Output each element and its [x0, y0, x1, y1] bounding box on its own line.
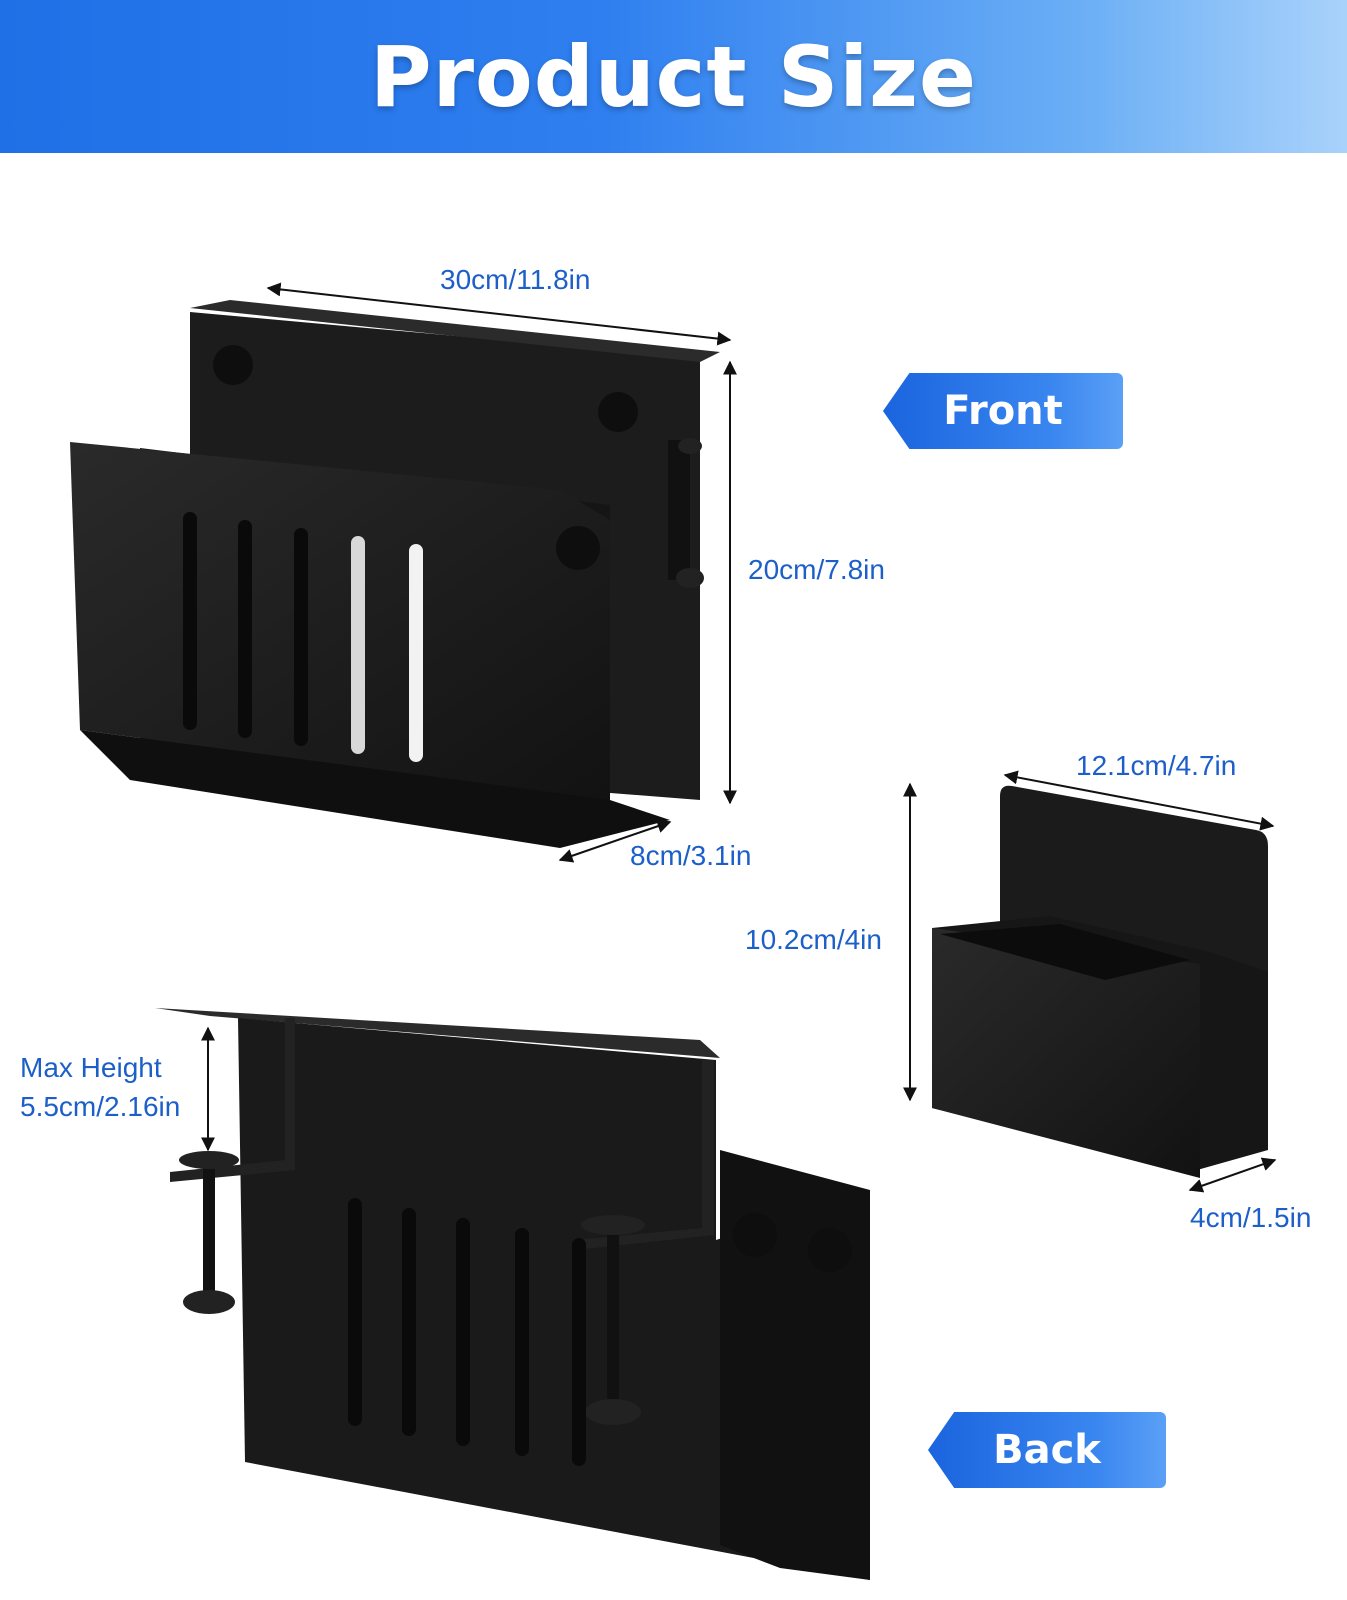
- main-depth-label: 8cm/3.1in: [630, 840, 752, 871]
- cup-width-label: 12.1cm/4.7in: [1076, 750, 1237, 781]
- max-height-label: Max Height: [20, 1052, 162, 1083]
- small-cup: [932, 785, 1268, 1178]
- cup-height-label: 10.2cm/4in: [745, 924, 882, 955]
- page-title: Product Size: [370, 27, 977, 126]
- main-width-label: 30cm/11.8in: [440, 264, 591, 295]
- main-depth-arrow: [558, 819, 672, 863]
- cup-depth-label: 4cm/1.5in: [1190, 1202, 1312, 1233]
- main-width-arrow: [266, 282, 732, 346]
- back-tag: Back: [928, 1412, 1166, 1488]
- header-banner: Product Size: [0, 0, 1347, 153]
- front-tag: Front: [883, 373, 1123, 449]
- cup-depth-arrow: [1188, 1157, 1277, 1193]
- back-organizer: [155, 1008, 870, 1580]
- max-height-value: 5.5cm/2.16in: [20, 1091, 181, 1122]
- cup-width-arrow: [1003, 770, 1275, 831]
- main-height-label: 20cm/7.8in: [748, 554, 885, 585]
- front-organizer: [70, 300, 720, 848]
